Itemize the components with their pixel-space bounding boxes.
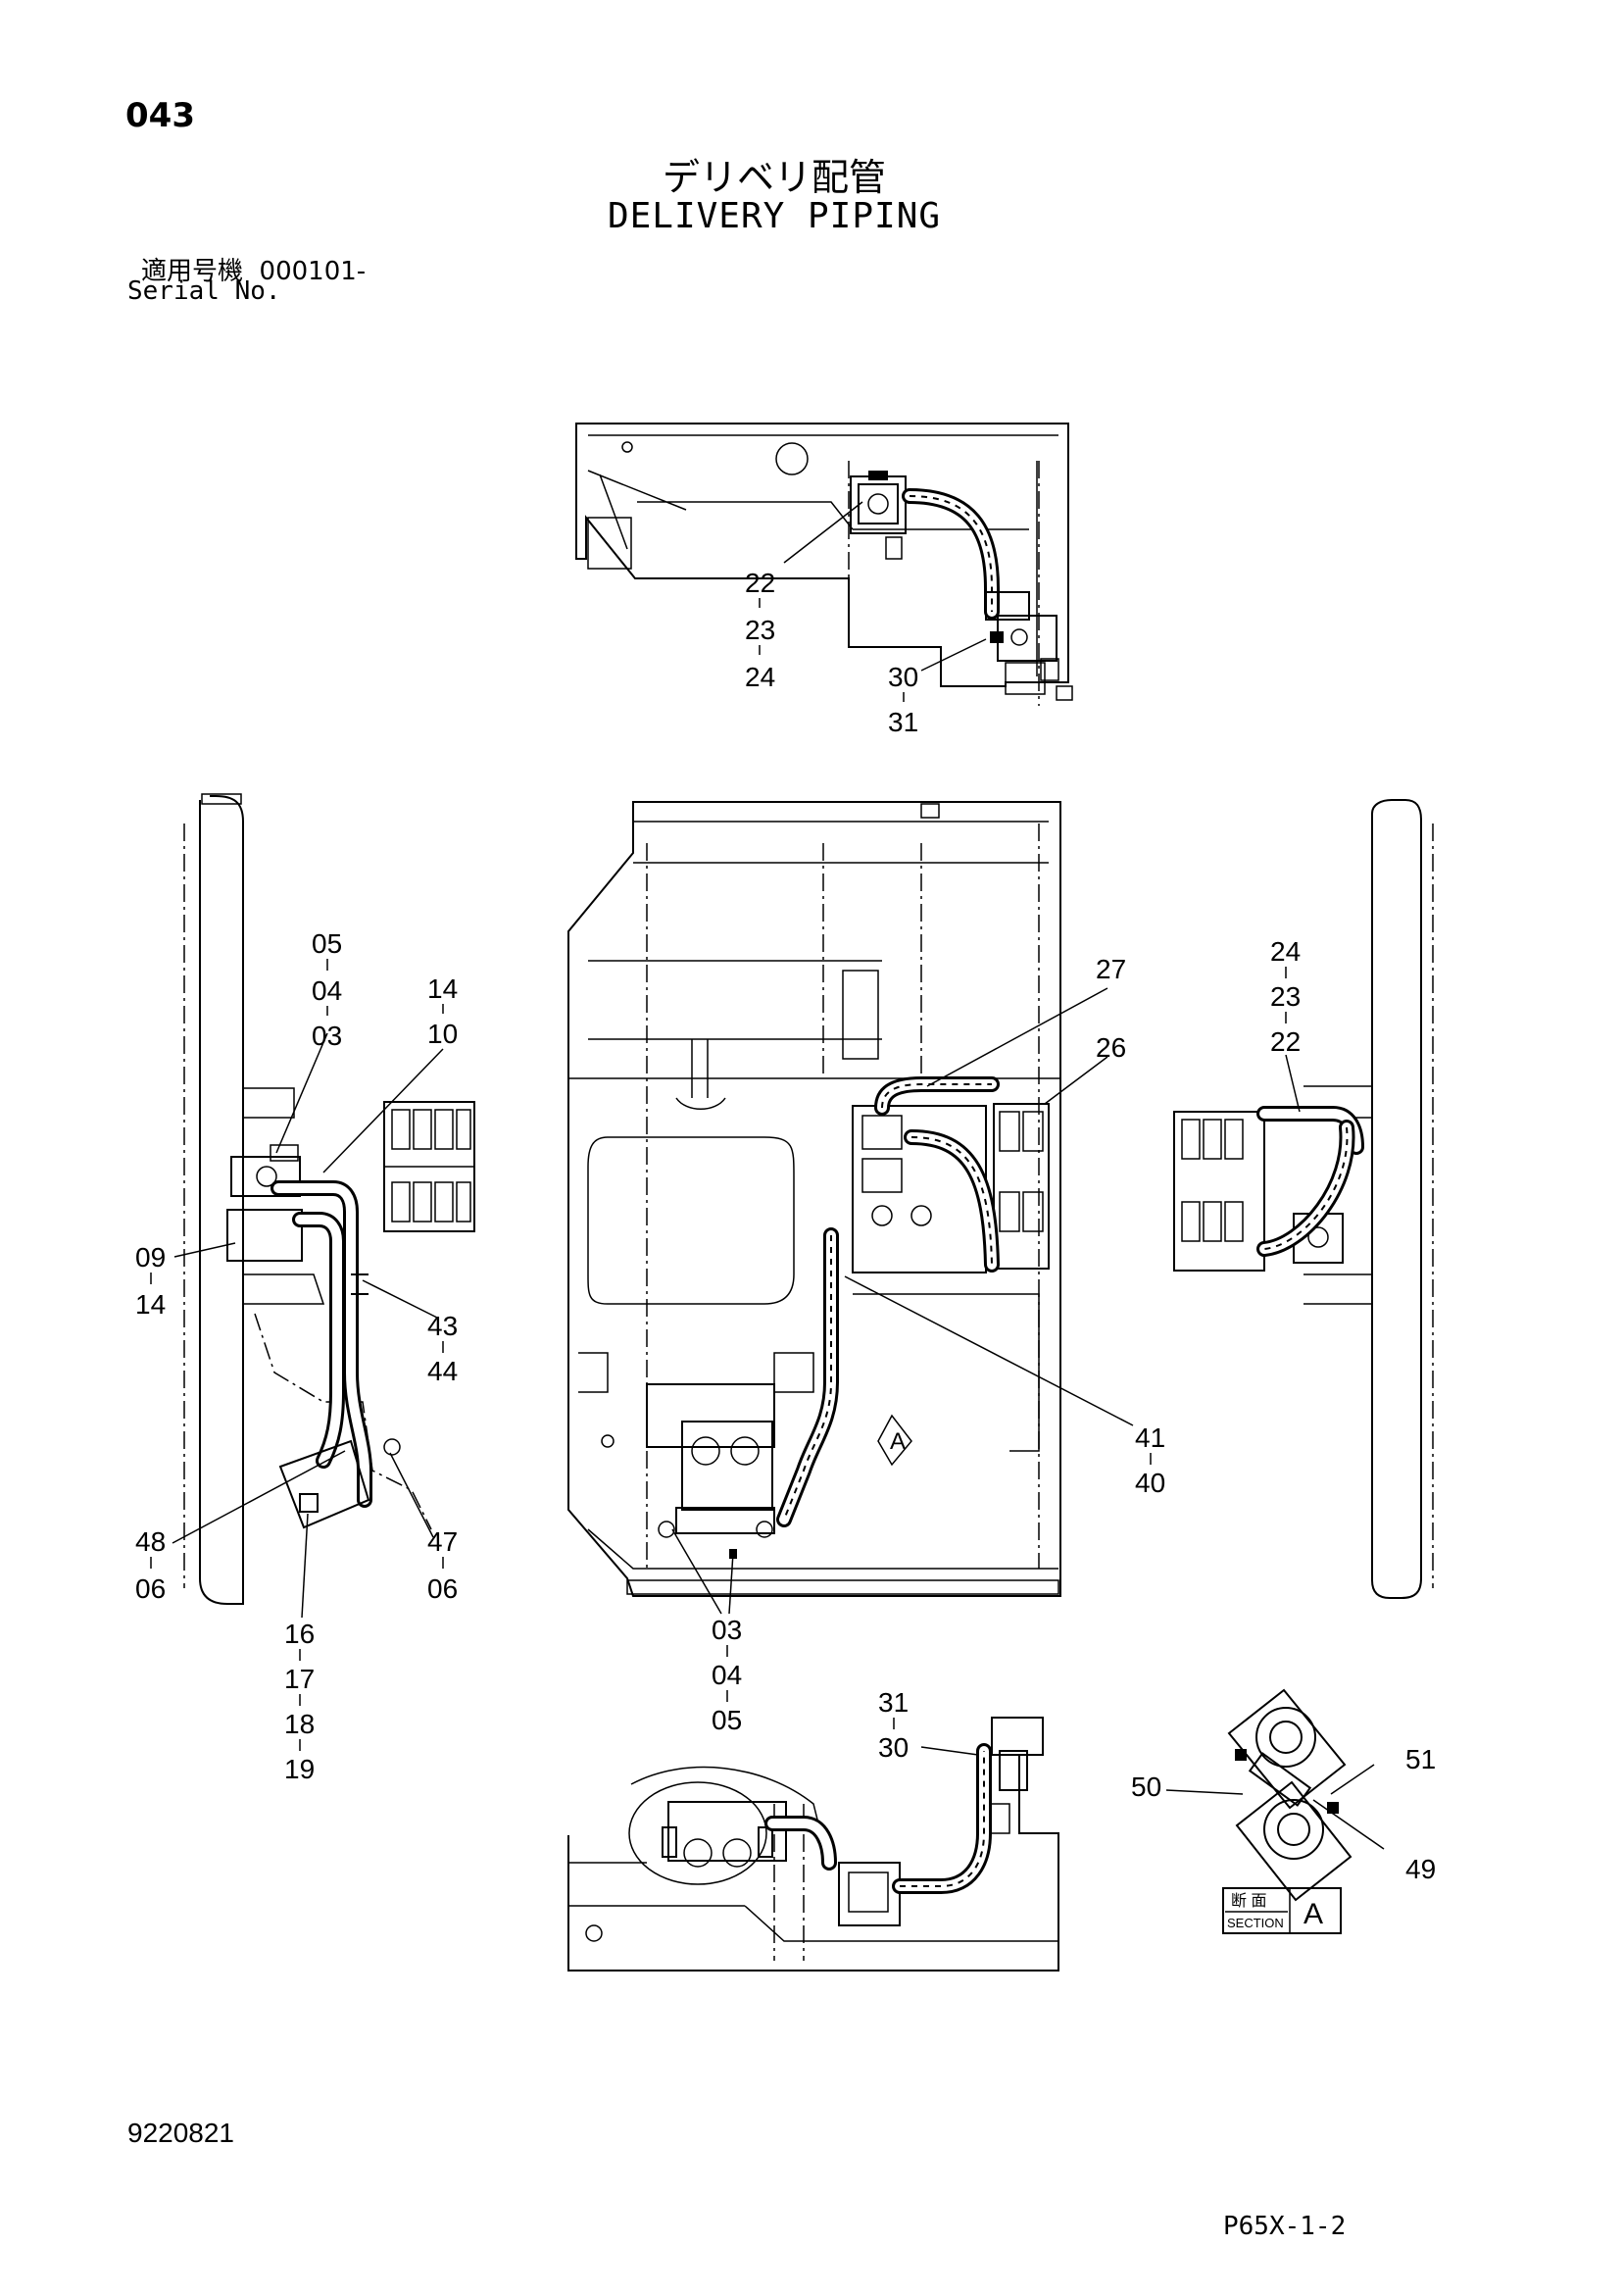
callout-label: 43 [427, 1311, 458, 1341]
callout-label: 44 [427, 1356, 458, 1386]
serial-label: Serial No. [127, 276, 281, 306]
callout-label: 30 [878, 1732, 909, 1763]
left-view-hoses [270, 1180, 372, 1508]
bottom-view-valve [838, 1717, 1044, 1926]
callout-label: 50 [1131, 1772, 1161, 1802]
callout-label: 05 [712, 1705, 742, 1735]
center-view-valve [852, 1103, 1050, 1273]
callout-label: 41 [1135, 1423, 1165, 1453]
page-title-japanese: デリベリ配管 [662, 156, 886, 199]
section-a-clamp [1227, 1688, 1352, 1902]
callout-label: 05 [312, 928, 342, 959]
callout-label: 16 [284, 1619, 315, 1649]
page-number: 043 [125, 96, 195, 135]
callout-label: 26 [1096, 1032, 1126, 1063]
serial-label-japanese: 適用号機 [141, 257, 244, 286]
callout-label: 22 [1270, 1026, 1301, 1057]
top-view: 22 23 24 30 31 [575, 423, 1073, 737]
right-view-leaders [1285, 1054, 1301, 1113]
callout-label: 06 [427, 1573, 458, 1604]
center-view-callouts: 27 26 41 40 03 04 05 A [712, 954, 1165, 1735]
callout-label: 04 [312, 975, 342, 1006]
callout-label: 30 [888, 662, 918, 692]
section-a-label: 断 面 SECTION A [1222, 1887, 1342, 1934]
callout-label: 10 [427, 1019, 458, 1049]
left-view-frame [183, 793, 432, 1605]
serial-value: 000101- [259, 257, 367, 286]
left-view-callouts: 05 04 03 14 10 09 14 43 44 48 06 47 06 1… [135, 928, 458, 1784]
bottom-view-pump [628, 1781, 787, 1885]
center-plan-view: 27 26 41 40 03 04 05 A [567, 801, 1165, 1735]
callout-label: 49 [1405, 1854, 1436, 1884]
page-title: DELIVERY PIPING [607, 196, 942, 236]
left-side-view: 05 04 03 14 10 09 14 43 44 48 06 47 06 1… [135, 793, 475, 1784]
serial-applicability: 適用号機 000101- [141, 251, 366, 287]
callout-label: 22 [745, 568, 775, 598]
section-label-japanese: 断 面 [1231, 1892, 1266, 1910]
center-view-hoses [776, 1076, 1000, 1527]
callout-label: 14 [135, 1289, 166, 1320]
callout-label: 06 [135, 1573, 166, 1604]
callout-label: 23 [1270, 981, 1301, 1012]
callout-label: 17 [284, 1664, 315, 1694]
callout-label: 27 [1096, 954, 1126, 984]
bottom-view: 31 30 [567, 1687, 1059, 1972]
callout-label: 04 [712, 1660, 742, 1690]
top-view-leaders [783, 501, 987, 672]
callout-label: 18 [284, 1709, 315, 1739]
left-view-control-valve [383, 1101, 475, 1232]
right-side-view: 24 23 22 [1173, 799, 1434, 1599]
callout-label: 24 [745, 662, 775, 692]
top-view-valve [850, 471, 907, 560]
callout-label: 47 [427, 1526, 458, 1557]
left-view-leaders [172, 1032, 444, 1619]
section-a-marker: A [890, 1428, 906, 1455]
callout-label: 31 [888, 707, 918, 737]
right-view-callouts: 24 23 22 [1270, 936, 1301, 1057]
callout-label: 19 [284, 1754, 315, 1784]
center-view-leaders [671, 987, 1134, 1615]
center-view-frame [567, 801, 1061, 1597]
bottom-view-hoses [764, 1743, 992, 1894]
top-view-hose [902, 488, 1000, 620]
bottom-view-callouts: 31 30 [878, 1687, 909, 1763]
right-view-valve [1173, 1111, 1344, 1272]
section-label: SECTION [1227, 1916, 1284, 1930]
callout-label: 09 [135, 1242, 166, 1273]
document-number: 9220821 [127, 2118, 235, 2148]
callout-label: 51 [1405, 1744, 1436, 1774]
center-view-pump [646, 1383, 775, 1559]
right-view-hoses [1256, 1106, 1364, 1257]
callout-label: 03 [712, 1615, 742, 1645]
callout-label: 23 [745, 615, 775, 645]
sheet-code: P65X-1-2 [1223, 2212, 1347, 2241]
section-a-leaders [1165, 1764, 1385, 1850]
section-a-detail: 50 51 49 断 面 SECTION A [1131, 1688, 1436, 1934]
callout-label: 24 [1270, 936, 1301, 967]
section-letter: A [1303, 1898, 1323, 1930]
callout-label: 03 [312, 1021, 342, 1051]
callout-label: 40 [1135, 1468, 1165, 1498]
top-view-callouts: 22 23 24 30 31 [745, 568, 918, 737]
top-view-frame [575, 423, 1073, 706]
bottom-view-leaders [920, 1746, 979, 1756]
callout-label: 31 [878, 1687, 909, 1718]
left-view-lower-pump [278, 1438, 401, 1529]
callout-label: 14 [427, 973, 458, 1004]
left-view-pump [226, 1144, 303, 1262]
top-view-block [985, 591, 1057, 695]
callout-label: 48 [135, 1526, 166, 1557]
section-a-callouts: 50 51 49 [1131, 1744, 1436, 1884]
